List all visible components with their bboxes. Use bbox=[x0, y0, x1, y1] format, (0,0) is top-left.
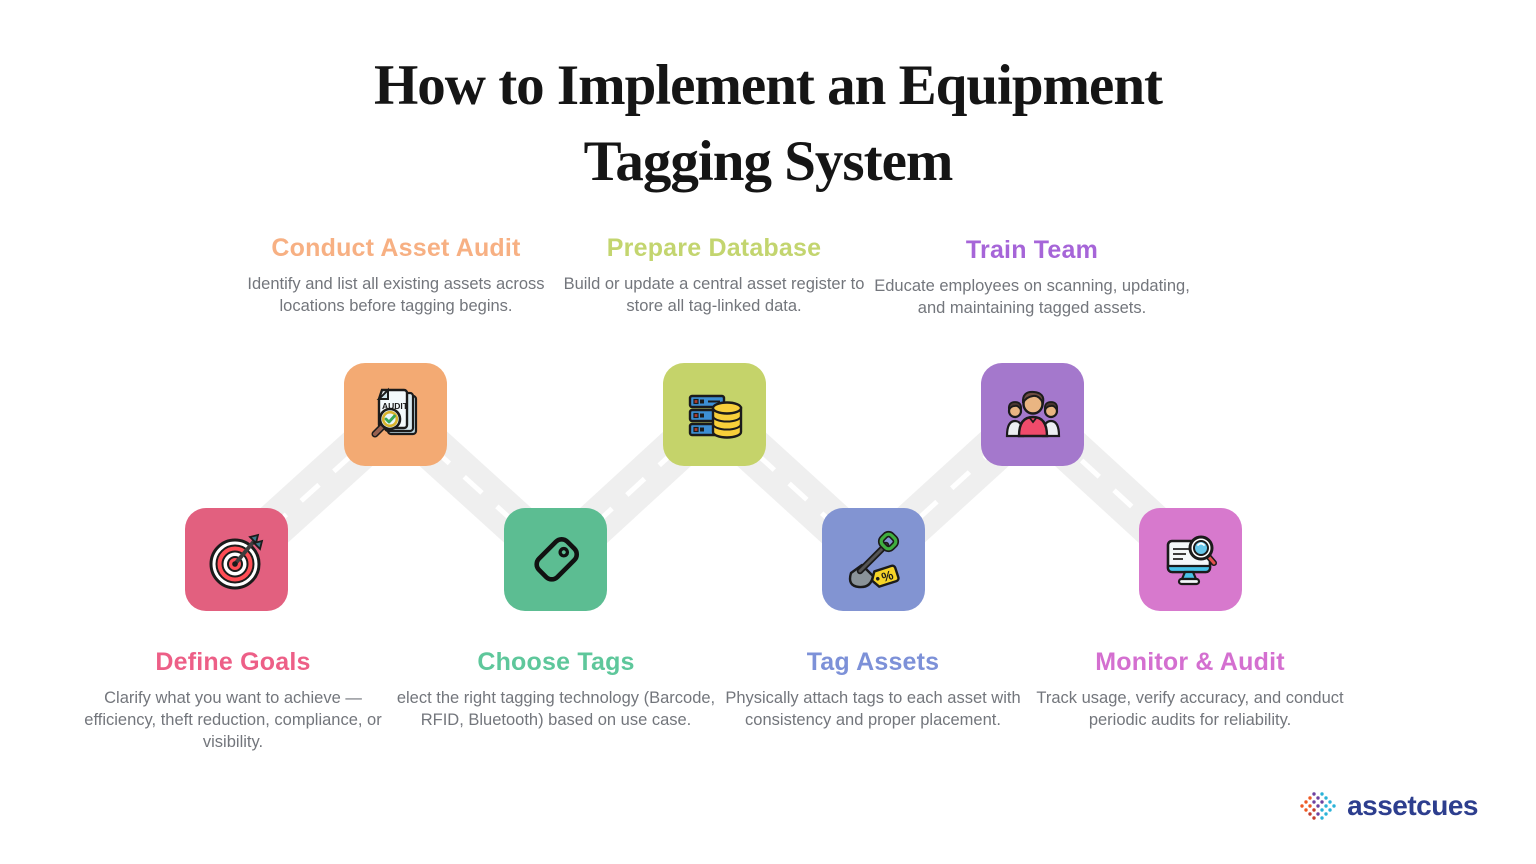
assetcues-logo: assetcues bbox=[1297, 788, 1478, 824]
percent-label: % bbox=[879, 567, 895, 585]
choose-tags-tile bbox=[504, 508, 607, 611]
prepare-database-text-block: Prepare Database Build or update a centr… bbox=[554, 234, 874, 318]
target-icon bbox=[209, 533, 263, 589]
choose-tags-heading: Choose Tags bbox=[477, 648, 635, 676]
page-title: How to Implement an Equipment Tagging Sy… bbox=[0, 48, 1536, 200]
tag-icon bbox=[533, 536, 579, 582]
tag-assets-description: Physically attach tags to each asset wit… bbox=[725, 689, 1021, 729]
page-title-line1: How to Implement an Equipment bbox=[373, 54, 1163, 117]
train-team-heading: Train Team bbox=[965, 236, 1099, 264]
prepare-database-heading: Prepare Database bbox=[606, 234, 822, 262]
assetcues-logo-text: assetcues bbox=[1347, 790, 1478, 821]
prepare-database-tile bbox=[663, 363, 766, 466]
monitor-audit-tile bbox=[1139, 508, 1242, 611]
conduct-asset-audit-tile: AUDIT bbox=[344, 363, 447, 466]
team-people-icon bbox=[1005, 390, 1060, 437]
tag-assets-text-block: Tag Assets Physically attach tags to eac… bbox=[713, 648, 1033, 732]
monitor-audit-text-block: Monitor & Audit Track usage, verify accu… bbox=[1030, 648, 1350, 732]
database-icon bbox=[688, 394, 742, 439]
prepare-database-description: Build or update a central asset register… bbox=[563, 275, 865, 315]
monitor-audit-description: Track usage, verify accuracy, and conduc… bbox=[1036, 689, 1344, 729]
dotted-diamond-logo-icon bbox=[1300, 792, 1336, 820]
monitor-audit-heading: Monitor & Audit bbox=[1095, 648, 1285, 676]
conduct-asset-audit-heading: Conduct Asset Audit bbox=[271, 234, 521, 262]
define-goals-description: Clarify what you want to achieve — effic… bbox=[84, 689, 382, 751]
define-goals-heading: Define Goals bbox=[155, 648, 311, 676]
define-goals-text-block: Define Goals Clarify what you want to ac… bbox=[73, 648, 393, 754]
audit-document-icon: AUDIT bbox=[371, 387, 417, 437]
choose-tags-text-block: Choose Tags elect the right tagging tech… bbox=[396, 648, 716, 732]
train-team-tile bbox=[981, 363, 1084, 466]
page-title-line2: Tagging System bbox=[583, 129, 954, 193]
tag-assets-heading: Tag Assets bbox=[806, 648, 940, 676]
tag-assets-tile: % bbox=[822, 508, 925, 611]
train-team-text-block: Train Team Educate employees on scanning… bbox=[872, 236, 1192, 320]
shovel-price-tag-icon: % bbox=[848, 530, 900, 588]
train-team-description: Educate employees on scanning, updating,… bbox=[874, 277, 1190, 317]
conduct-asset-audit-description: Identify and list all existing assets ac… bbox=[247, 275, 545, 315]
choose-tags-description: elect the right tagging technology (Barc… bbox=[396, 689, 716, 729]
audit-label: AUDIT bbox=[382, 401, 409, 411]
monitor-magnifier-icon bbox=[1166, 535, 1217, 585]
conduct-asset-audit-text-block: Conduct Asset Audit Identify and list al… bbox=[236, 234, 556, 318]
define-goals-tile bbox=[185, 508, 288, 611]
